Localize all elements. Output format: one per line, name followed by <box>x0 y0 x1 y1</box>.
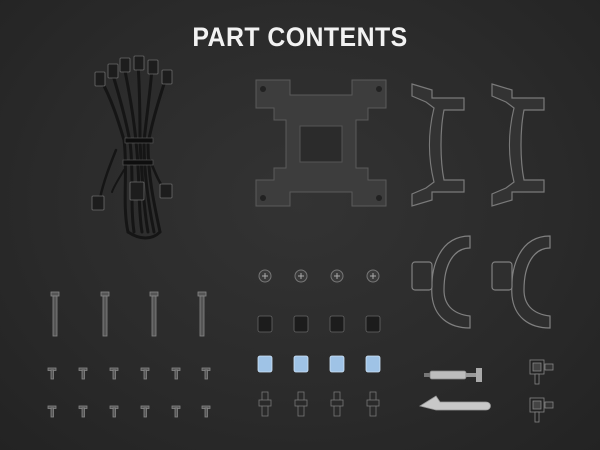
cable-clip <box>529 359 554 385</box>
thumb-screw <box>258 269 272 283</box>
small-screw <box>78 367 88 380</box>
intel-mounting-bracket <box>411 235 551 329</box>
standoff <box>366 391 380 417</box>
blue-washer <box>293 355 309 373</box>
small-screw <box>140 405 150 418</box>
small-screw-group <box>47 367 211 418</box>
long-screw-group <box>50 291 207 337</box>
small-screw <box>109 405 119 418</box>
black-spacer <box>293 315 309 333</box>
small-screw <box>201 405 211 418</box>
cable-clip <box>529 397 554 423</box>
page-title: PART CONTENTS <box>192 22 408 52</box>
small-screw <box>47 405 57 418</box>
standoff <box>294 391 308 417</box>
thermal-paste-syringe <box>424 368 482 382</box>
standoff-group <box>258 391 380 417</box>
black-spacer-group <box>257 315 381 333</box>
long-screw <box>197 291 207 337</box>
black-spacer <box>365 315 381 333</box>
paste-spatula <box>418 395 491 411</box>
small-screw <box>201 367 211 380</box>
small-screw <box>109 367 119 380</box>
long-screw <box>50 291 60 337</box>
small-screw <box>171 405 181 418</box>
thumb-screw <box>294 269 308 283</box>
long-screw <box>100 291 110 337</box>
small-screw <box>78 405 88 418</box>
standoff <box>258 391 272 417</box>
blue-washer <box>329 355 345 373</box>
black-spacer <box>329 315 345 333</box>
blue-washer <box>257 355 273 373</box>
intel-backplate <box>255 79 387 207</box>
blue-washer <box>365 355 381 373</box>
small-screw <box>140 367 150 380</box>
blue-washer-group <box>257 355 381 373</box>
small-screw <box>171 367 181 380</box>
cable-clip-group <box>529 359 554 423</box>
fan-cable-bundle <box>91 55 173 240</box>
black-spacer <box>257 315 273 333</box>
standoff <box>330 391 344 417</box>
thumb-screw <box>366 269 380 283</box>
long-screw <box>149 291 159 337</box>
thumb-screw <box>330 269 344 283</box>
amd-mounting-bracket <box>411 83 545 207</box>
small-screw <box>47 367 57 380</box>
thumb-screw-group <box>258 269 380 283</box>
